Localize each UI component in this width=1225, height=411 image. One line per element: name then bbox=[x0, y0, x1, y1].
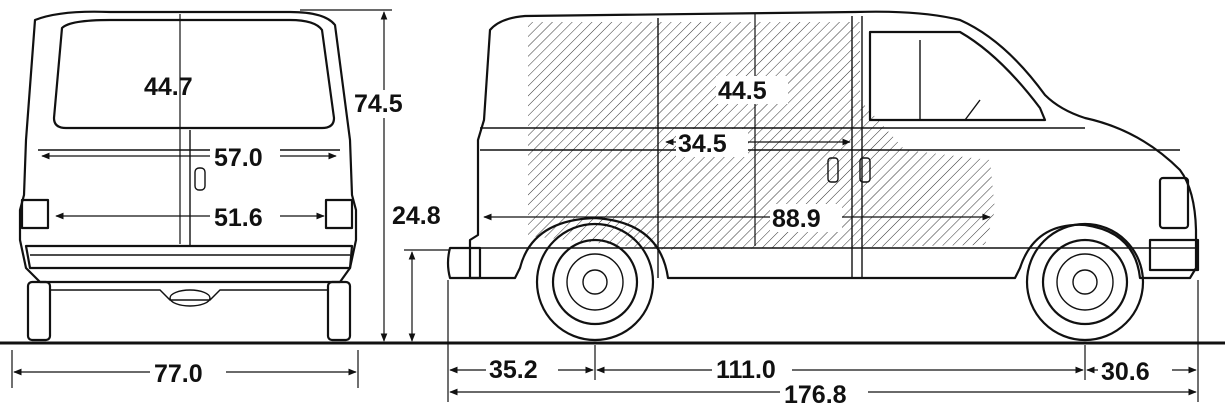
rear-window bbox=[52, 18, 336, 130]
rear-window-height-label: 44.7 bbox=[144, 73, 193, 101]
cargo-width-label: 34.5 bbox=[678, 130, 727, 158]
rear-view: 57.0 51.6 44.7 74.5 77.0 bbox=[11, 9, 418, 388]
rear-body-outline bbox=[18, 10, 358, 284]
rear-track-lower-label: 51.6 bbox=[214, 204, 263, 232]
wheelbase-label: 111.0 bbox=[716, 356, 776, 384]
side-view: 24.8 bbox=[392, 10, 1200, 409]
cargo-area-hatch bbox=[528, 22, 995, 250]
overall-length-label: 176.8 bbox=[784, 381, 847, 409]
cargo-length-label: 88.9 bbox=[772, 205, 821, 233]
cargo-height-label: 44.5 bbox=[718, 77, 767, 105]
ground-clearance-label: 24.8 bbox=[392, 202, 441, 230]
overall-height-label: 74.5 bbox=[354, 90, 403, 118]
front-side-window bbox=[868, 30, 1047, 122]
rear-wheel bbox=[535, 222, 655, 342]
rear-overhang-label: 35.2 bbox=[489, 356, 538, 384]
front-overhang-label: 30.6 bbox=[1101, 358, 1150, 386]
front-wheel bbox=[1025, 222, 1145, 342]
overall-width-label: 77.0 bbox=[154, 360, 203, 388]
rear-track-upper-label: 57.0 bbox=[214, 144, 263, 172]
